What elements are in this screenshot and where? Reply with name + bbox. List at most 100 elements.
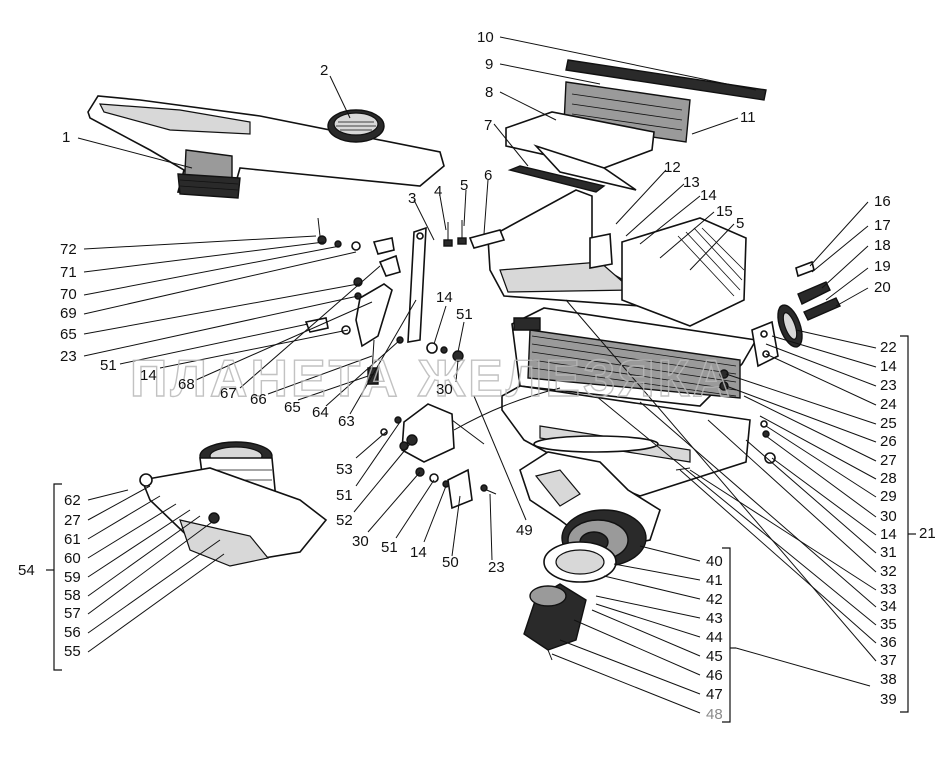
gasket-plate-part-22	[751, 320, 779, 368]
callout-6: 6	[484, 167, 492, 184]
callout-15: 15	[716, 203, 733, 220]
callout-14-mid: 14	[436, 289, 453, 306]
callout-5: 5	[460, 177, 468, 194]
callout-18: 18	[874, 237, 891, 254]
washers-30-51-14	[415, 467, 450, 488]
callout-49: 49	[516, 522, 533, 539]
callout-35: 35	[880, 616, 897, 633]
callout-51-low-b: 51	[381, 539, 398, 556]
callout-27-left: 27	[64, 512, 81, 529]
callout-27-right: 27	[880, 452, 897, 469]
callout-39: 39	[880, 691, 897, 708]
callout-55: 55	[64, 643, 81, 660]
middle-fasteners	[426, 342, 464, 362]
fan-ring-part-41	[543, 541, 617, 583]
callout-5-right: 5	[736, 215, 744, 232]
callout-22: 22	[880, 339, 897, 356]
callout-30-mid: 30	[436, 381, 453, 398]
callout-23-right: 23	[880, 377, 897, 394]
leader-lines	[77, 36, 877, 714]
callout-32: 32	[880, 563, 897, 580]
callout-68: 68	[178, 376, 195, 393]
callout-63: 63	[338, 413, 355, 430]
seal-strip-part-7	[507, 165, 606, 193]
callout-14-right-a: 14	[880, 358, 897, 375]
control-cable-part-49	[453, 387, 561, 431]
fan-motor-part-47	[523, 583, 587, 661]
callout-46: 46	[706, 667, 723, 684]
callout-51-left: 51	[100, 357, 117, 374]
group-bracket-54	[46, 483, 62, 671]
callout-2: 2	[320, 62, 328, 79]
callout-24: 24	[880, 396, 897, 413]
callout-12: 12	[664, 159, 681, 176]
callout-62: 62	[64, 492, 81, 509]
callout-36: 36	[880, 634, 897, 651]
callout-14-left: 14	[140, 367, 157, 384]
callout-38: 38	[880, 671, 897, 688]
callout-9: 9	[485, 56, 493, 73]
callout-58: 58	[64, 587, 81, 604]
callout-7: 7	[484, 117, 492, 134]
callout-25: 25	[880, 415, 897, 432]
callout-41: 41	[706, 572, 723, 589]
callout-28: 28	[880, 470, 897, 487]
fasteners-parts-69-72	[317, 217, 395, 255]
callout-19: 19	[874, 258, 891, 275]
callout-13: 13	[683, 174, 700, 191]
callout-21: 21	[919, 525, 936, 542]
rubber-seal-part-24	[777, 304, 803, 348]
callout-45: 45	[706, 648, 723, 665]
callout-54: 54	[18, 562, 35, 579]
callout-23-low: 23	[488, 559, 505, 576]
callout-48: 48	[706, 706, 723, 723]
callout-67: 67	[220, 385, 237, 402]
callout-31: 31	[880, 544, 897, 561]
callout-65-left: 65	[60, 326, 77, 343]
watermark-text: ПЛАНЕТА ЖЕЛЕЗЯКА	[130, 350, 733, 408]
deflector-grille-part-2	[327, 109, 385, 143]
callout-71: 71	[60, 264, 77, 281]
plate-part-50	[447, 468, 473, 510]
callout-20: 20	[874, 279, 891, 296]
callout-14-low: 14	[410, 544, 427, 561]
callout-14-right-b: 14	[880, 526, 897, 543]
callout-66: 66	[250, 391, 267, 408]
callout-44: 44	[706, 629, 723, 646]
callout-42: 42	[706, 591, 723, 608]
callout-11: 11	[740, 109, 756, 126]
callout-51-low-a: 51	[336, 487, 353, 504]
callout-4: 4	[434, 183, 442, 200]
callout-47: 47	[706, 686, 723, 703]
air-duct-part-1	[87, 95, 445, 199]
callout-72: 72	[60, 241, 77, 258]
cover-panel-part-8	[505, 111, 655, 191]
callout-labels: 1 2 10 9 8 7 11 3 4 5 6 12 13 14 15 5 16…	[18, 29, 936, 723]
control-bracket-part-52	[399, 403, 485, 463]
callout-26: 26	[880, 433, 897, 450]
callout-10: 10	[477, 29, 494, 46]
callout-70: 70	[60, 286, 77, 303]
callout-34: 34	[880, 598, 897, 615]
callout-17: 17	[874, 217, 891, 234]
small-parts-53	[380, 416, 402, 436]
callout-53: 53	[336, 461, 353, 478]
callout-14-top: 14	[700, 187, 717, 204]
callout-8: 8	[485, 84, 493, 101]
callout-69: 69	[60, 305, 77, 322]
callout-3: 3	[408, 190, 416, 207]
rubber-plugs-parts-18-20	[795, 260, 841, 321]
callout-33: 33	[880, 581, 897, 598]
callout-64: 64	[312, 404, 329, 421]
callout-59: 59	[64, 569, 81, 586]
callout-51-mid: 51	[456, 306, 473, 323]
callout-40: 40	[706, 553, 723, 570]
lever-assembly-parts-63-70	[341, 254, 404, 385]
valve-assembly-part-54	[139, 441, 328, 567]
callout-30-low: 30	[352, 533, 369, 550]
bracket-part-6	[468, 229, 506, 249]
bolt-part-23	[480, 484, 497, 495]
side-grille-part-15	[621, 217, 747, 327]
callout-56: 56	[64, 624, 81, 641]
